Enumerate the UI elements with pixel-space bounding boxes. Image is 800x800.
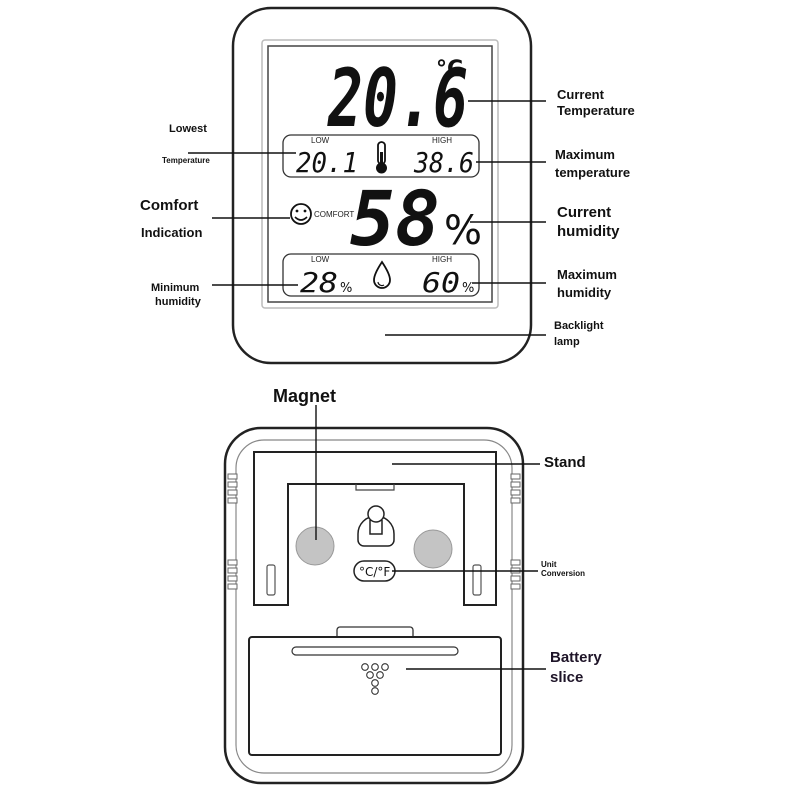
current-humidity-value: 58: [350, 174, 440, 263]
low-temperature-value: 20.1: [296, 146, 358, 179]
keyhole-icon: [367, 505, 385, 535]
back-device: °C/°F: [223, 426, 525, 785]
label-temperature-small: Temperature: [162, 156, 210, 165]
label-backlight-2: lamp: [554, 336, 580, 348]
current-temperature-value: 20.6: [327, 52, 468, 145]
high-temperature-value: 38.6: [413, 146, 474, 179]
label-battery-1: Battery: [550, 649, 602, 666]
low-humidity-value: 28: [300, 266, 338, 299]
humidity-low-tag: LOW: [311, 255, 330, 264]
label-lowest: Lowest: [169, 123, 207, 135]
temperature-unit: °C: [436, 57, 463, 82]
front-device: 20.6 °C LOW HIGH 20.1 38.6 COMFORT 58 % …: [231, 6, 533, 365]
humidity-unit: %: [444, 208, 482, 254]
label-battery-2: slice: [550, 669, 584, 686]
humidity-high-tag: HIGH: [432, 255, 452, 264]
label-current-humidity-2: humidity: [557, 223, 620, 240]
label-stand: Stand: [544, 454, 586, 471]
high-humidity-percent: %: [462, 281, 474, 296]
leader-lines: [188, 100, 546, 670]
magnet-left: [295, 526, 335, 566]
thermometer-icon: [376, 141, 387, 174]
label-minimum-humidity-2: humidity: [155, 296, 201, 308]
label-comfort: Comfort: [140, 197, 199, 214]
left-vents: [227, 473, 238, 590]
smiley-icon: [290, 203, 312, 225]
label-maximum-temperature-2: temperature: [555, 165, 631, 180]
label-minimum-humidity-1: Minimum: [151, 282, 200, 294]
label-current-humidity-1: Current: [557, 204, 612, 221]
grip-dots-icon: [361, 663, 389, 695]
temp-high-tag: HIGH: [432, 136, 452, 145]
label-indication: Indication: [141, 225, 203, 240]
label-current-temperature-2: Temperature: [557, 103, 635, 118]
label-unit-2: Conversion: [541, 569, 586, 578]
stand-clip-left: [266, 564, 276, 596]
high-humidity-value: 60: [422, 266, 460, 299]
battery-cover-slot: [291, 646, 459, 656]
low-humidity-percent: %: [340, 281, 352, 296]
label-magnet: Magnet: [273, 386, 336, 406]
temp-low-tag: LOW: [311, 136, 330, 145]
comfort-tag: COMFORT: [314, 210, 354, 219]
stand-clip-right: [472, 564, 482, 596]
battery-cover[interactable]: [248, 636, 502, 756]
back-case-inner: [235, 439, 513, 774]
magnet-right: [413, 529, 453, 569]
label-backlight-1: Backlight: [554, 320, 604, 332]
label-current-temperature-1: Current: [557, 87, 604, 102]
label-maximum-humidity-2: humidity: [557, 285, 612, 300]
label-unit-1: Unit: [541, 560, 557, 569]
label-maximum-humidity-1: Maximum: [557, 267, 617, 282]
water-drop-icon: [373, 260, 391, 289]
unit-conversion-label: °C/°F: [359, 565, 390, 579]
label-maximum-temperature-1: Maximum: [555, 147, 615, 162]
stand-frame: [253, 451, 497, 606]
